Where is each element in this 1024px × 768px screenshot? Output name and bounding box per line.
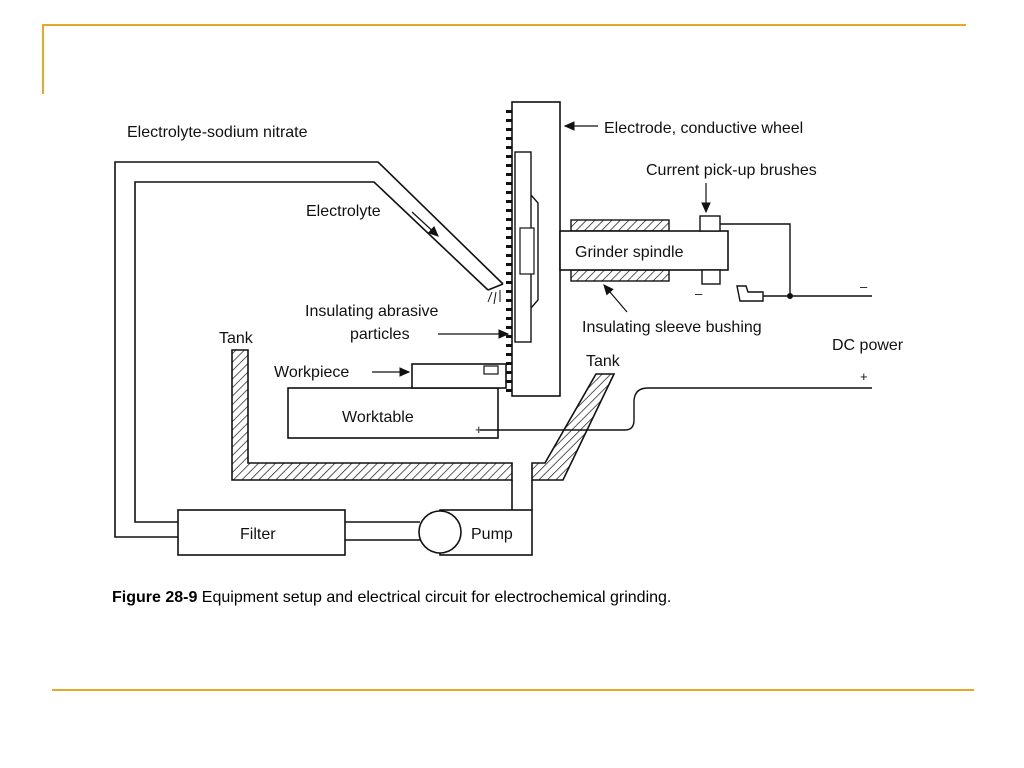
workpiece-cut bbox=[483, 365, 499, 375]
sleeve-bottom bbox=[570, 269, 670, 282]
supply-pipe bbox=[114, 161, 504, 538]
abrasive-grit bbox=[506, 209, 512, 212]
drain-pipe bbox=[511, 480, 533, 510]
caption-text: Equipment setup and electrical circuit f… bbox=[197, 589, 672, 606]
abrasive-grit bbox=[506, 182, 512, 185]
abrasive-particles bbox=[506, 110, 512, 392]
figure-caption: Figure 28-9 Equipment setup and electric… bbox=[112, 589, 671, 607]
abrasive-grit bbox=[506, 263, 512, 266]
abrasive-grit bbox=[506, 128, 512, 131]
abrasive-grit bbox=[506, 344, 512, 347]
abrasive-grit bbox=[506, 245, 512, 248]
label-tank-left: Tank bbox=[219, 330, 254, 347]
abrasive-grit bbox=[506, 335, 512, 338]
filter-pump-pipe bbox=[345, 521, 420, 541]
sleeve-top bbox=[570, 219, 670, 232]
abrasive-grit bbox=[506, 254, 512, 257]
top-rule bbox=[42, 24, 966, 26]
label-workpiece: Workpiece bbox=[274, 364, 349, 381]
abrasive-grit bbox=[506, 308, 512, 311]
left-rule bbox=[42, 24, 44, 94]
tank bbox=[231, 349, 513, 481]
abrasive-grit bbox=[506, 173, 512, 176]
sign-minus-terminal: – bbox=[860, 279, 868, 294]
label-worktable: Worktable bbox=[342, 409, 414, 426]
abrasive-grit bbox=[506, 380, 512, 383]
sign-worktable-plus: + bbox=[475, 422, 483, 437]
label-tank-right: Tank bbox=[586, 353, 621, 370]
label-spindle: Grinder spindle bbox=[575, 244, 684, 261]
abrasive-grit bbox=[506, 290, 512, 293]
abrasive-grit bbox=[506, 155, 512, 158]
label-abrasive-1: Insulating abrasive bbox=[305, 303, 439, 320]
label-filter: Filter bbox=[240, 526, 276, 543]
label-sleeve: Insulating sleeve bushing bbox=[582, 319, 762, 336]
figure-number: Figure 28-9 bbox=[112, 589, 198, 606]
abrasive-grit bbox=[506, 317, 512, 320]
label-brushes: Current pick-up brushes bbox=[646, 162, 817, 179]
junction-dot bbox=[787, 293, 793, 299]
worktable-box bbox=[287, 387, 499, 439]
filter-box bbox=[177, 509, 346, 556]
abrasive-grit bbox=[506, 299, 512, 302]
workpiece-box bbox=[411, 363, 507, 389]
spindle-box bbox=[559, 230, 729, 271]
abrasive-grit bbox=[506, 110, 512, 113]
abrasive-grit bbox=[506, 137, 512, 140]
abrasive-grit bbox=[506, 164, 512, 167]
pump-rotor bbox=[418, 510, 462, 554]
label-dc-power: DC power bbox=[832, 337, 904, 354]
brushes bbox=[699, 215, 764, 302]
label-electrolyte-supply: Electrolyte-sodium nitrate bbox=[127, 124, 308, 141]
electrode-wheel bbox=[511, 101, 561, 397]
abrasive-grit bbox=[506, 119, 512, 122]
label-pump: Pump bbox=[471, 526, 513, 543]
wiring bbox=[480, 223, 872, 431]
abrasive-grit bbox=[506, 146, 512, 149]
label-electrolyte: Electrolyte bbox=[306, 203, 381, 220]
abrasive-grit bbox=[506, 191, 512, 194]
sign-brush-minus: – bbox=[695, 286, 703, 301]
label-abrasive-2: particles bbox=[350, 326, 410, 343]
sign-plus-terminal: + bbox=[860, 369, 868, 384]
abrasive-grit bbox=[506, 272, 512, 275]
abrasive-grit bbox=[506, 353, 512, 356]
abrasive-grit bbox=[506, 371, 512, 374]
bottom-rule bbox=[52, 689, 974, 691]
abrasive-grit bbox=[506, 389, 512, 392]
abrasive-grit bbox=[506, 218, 512, 221]
abrasive-grit bbox=[506, 281, 512, 284]
electrolyte-spray bbox=[487, 290, 501, 305]
abrasive-grit bbox=[506, 362, 512, 365]
abrasive-grit bbox=[506, 326, 512, 329]
electrolyte-flow-arrow bbox=[411, 211, 439, 237]
abrasive-grit bbox=[506, 227, 512, 230]
abrasive-grit bbox=[506, 236, 512, 239]
abrasive-grit bbox=[506, 200, 512, 203]
leaders bbox=[372, 121, 711, 377]
label-electrode: Electrode, conductive wheel bbox=[604, 120, 803, 137]
